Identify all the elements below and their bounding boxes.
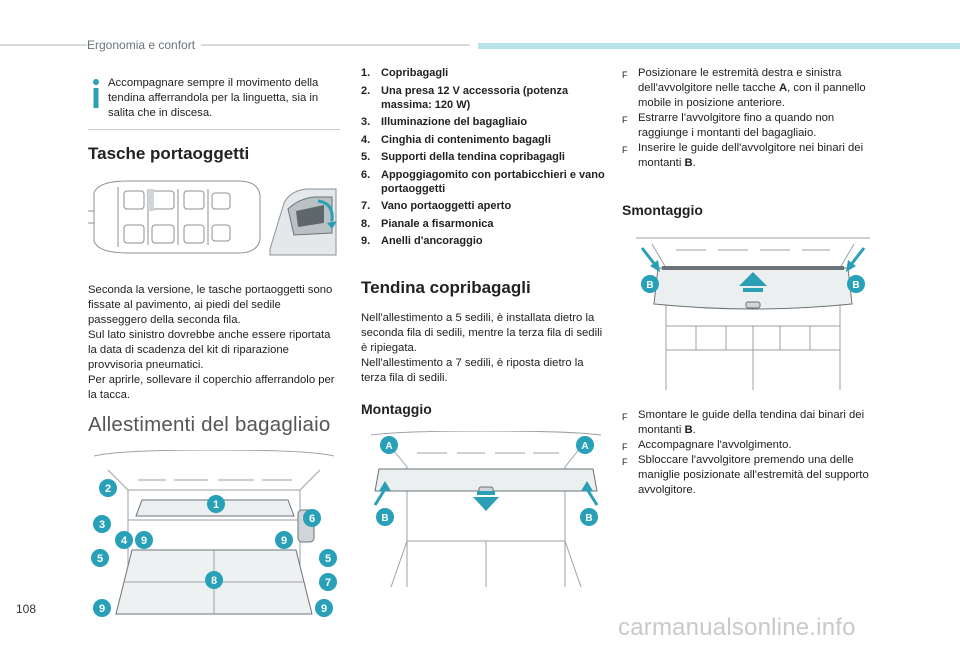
subtitle-fitting: Montaggio [361,401,432,417]
watermark: carmanualsonline.info [618,614,856,641]
callout-9-d: 9 [321,603,327,615]
info-note-text: Accompagnare sempre il movimento della t… [108,77,319,119]
callout-4: 4 [121,535,128,547]
fitting-drawing: A A B B [370,430,602,588]
cover-paragraph-1: Nell'allestimento a 5 sedili, è installa… [361,312,603,354]
callout-6: 6 [309,513,315,525]
page-number: 108 [16,602,37,616]
list-item: 3.Illuminazione del bagagliaio [361,116,528,128]
removal-illustration: B B [622,234,884,390]
section-title-boot: Allestimenti del bagagliaio [88,413,331,436]
info-note: Accompagnare sempre il movimento della t… [88,74,340,130]
list-item: 7.Vano portaoggetti aperto [361,200,512,212]
boot-illustration: 1 2 3 4 5 5 6 7 8 9 9 9 9 [88,449,340,622]
label-a-left: A [385,441,392,452]
callout-1: 1 [213,499,219,511]
list-item: 2.Una presa 12 V accessoria (potenza mas… [361,84,569,111]
removal-drawing: B B [636,237,870,390]
label-b-left: B [646,280,653,291]
pockets-paragraph-1: Seconda la versione, le tasche portaogge… [88,284,333,326]
info-icon [93,79,99,108]
header-rule [0,44,470,46]
list-item: 8.Pianale a fisarmonica [361,217,494,230]
callout-5-left: 5 [97,553,103,565]
callout-3: 3 [99,519,105,531]
callout-8: 8 [211,575,217,587]
list-item: 9.Anelli d'ancoraggio [361,235,483,247]
pockets-illustration [88,175,340,259]
cover-paragraph-2: Nell'allestimento a 7 sedili, è riposta … [361,357,584,384]
section-title-cover: Tendina copribagagli [361,278,531,297]
list-item: 1.Copribagagli [361,67,449,79]
label-b-right: B [852,280,859,291]
callout-9-c: 9 [99,603,105,615]
subtitle-removal: Smontaggio [622,202,703,218]
pockets-paragraph-2: Sul lato sinistro dovrebbe anche essere … [88,329,331,371]
boot-items-list: 1.Copribagagli 2.Una presa 12 V accessor… [361,66,611,248]
label-a-right: A [581,441,588,452]
section-label: Ergonomia e confort [87,38,202,52]
label-b-left: B [381,513,388,524]
column-left: Accompagnare sempre il movimento della t… [88,74,340,622]
callout-9-b: 9 [281,535,287,547]
list-item: 4.Cinghia di contenimento bagagli [361,133,551,146]
pockets-paragraph-3: Per aprirle, sollevare il coperchio affe… [88,374,335,401]
callout-7: 7 [325,577,331,589]
fitting-illustration: A A B B [361,430,611,588]
section-title-pockets: Tasche portaoggetti [88,144,250,163]
label-b-right: B [585,513,592,524]
callout-2: 2 [105,483,111,495]
column-middle: 1.Copribagagli 2.Una presa 12 V accessor… [361,66,611,588]
callout-5-right: 5 [325,553,331,565]
list-item: 5.Supporti della tendina copribagagli [361,151,565,163]
callout-9-a: 9 [141,535,147,547]
header-accent-bar [478,43,960,49]
car-topview-drawing [88,177,338,257]
list-item: 6.Appoggiagomito con portabicchieri e va… [361,168,605,195]
boot-drawing: 1 2 3 4 5 5 6 7 8 9 9 9 9 [91,449,337,617]
